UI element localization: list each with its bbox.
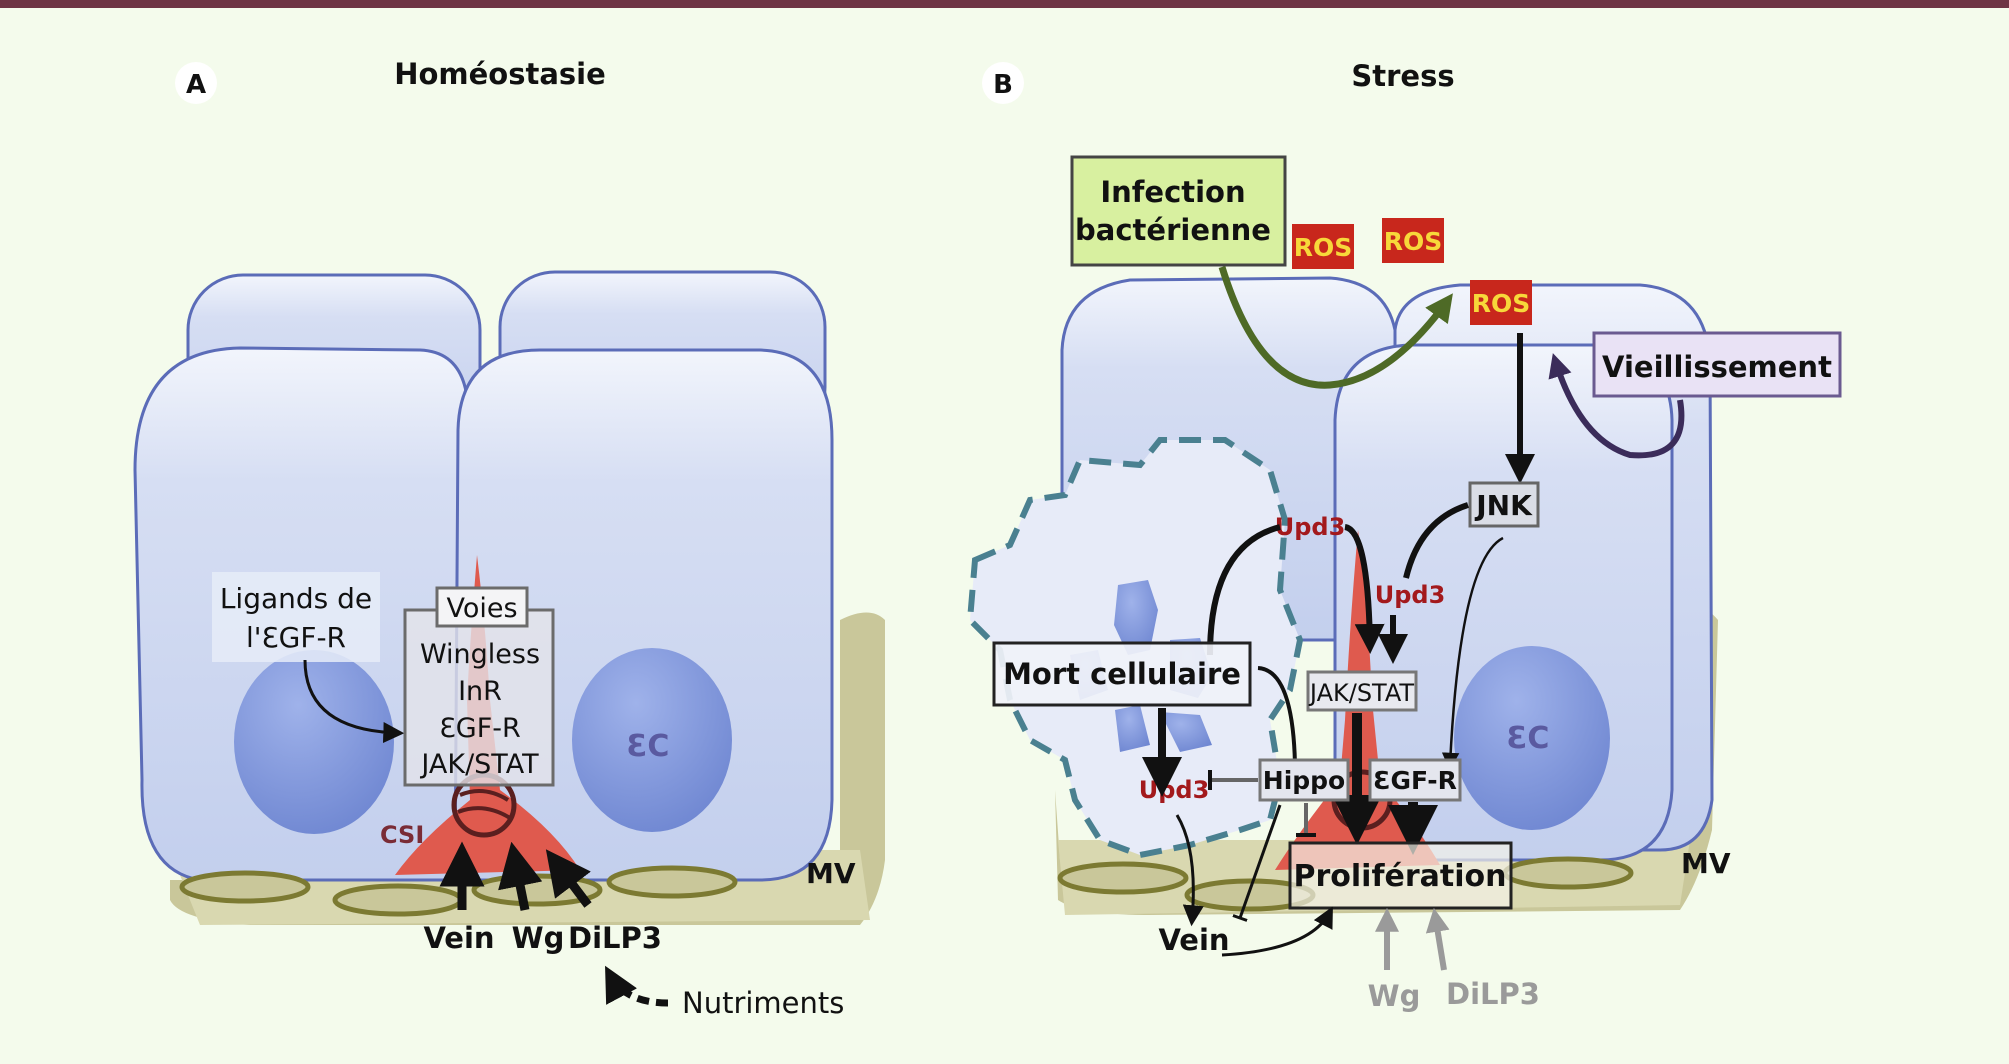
hippo-label: Hippo bbox=[1263, 766, 1345, 795]
nutrients-arrow bbox=[605, 965, 669, 1007]
dilp3-arrow-b bbox=[1425, 907, 1450, 971]
cell-death-label: Mort cellulaire bbox=[1003, 657, 1241, 691]
panel-b-title: Stress bbox=[1351, 59, 1454, 93]
cell-death-box bbox=[992, 641, 1252, 707]
panel-b: B Stress ƐC MV Infection bactérienne bbox=[966, 59, 1842, 1013]
hippo-inhibits-vein bbox=[1232, 804, 1282, 922]
muscle-fiber bbox=[1057, 861, 1189, 895]
egfr-box bbox=[1368, 758, 1462, 802]
wg-arrow-a bbox=[498, 841, 543, 911]
panel-b-badge bbox=[982, 62, 1024, 104]
jnk-label: JNK bbox=[1474, 489, 1533, 522]
ros-badge bbox=[1470, 280, 1532, 325]
ligands-line1: Ligands de bbox=[220, 582, 372, 615]
pathway-item: InR bbox=[458, 676, 502, 707]
upd3-to-vein-arrow bbox=[1175, 814, 1204, 927]
aging-box bbox=[1592, 331, 1842, 398]
input-vein-a: Vein bbox=[423, 921, 494, 955]
input-wg-a: Wg bbox=[512, 921, 565, 955]
infection-arrow bbox=[1218, 265, 1453, 389]
nucleus-right bbox=[572, 648, 732, 832]
infection-box bbox=[1070, 155, 1287, 267]
muscle-fiber bbox=[1502, 856, 1634, 890]
ec-label-b: ƐC bbox=[1507, 721, 1550, 756]
upd3-label: Upd3 bbox=[1139, 776, 1210, 804]
mv-label-a: MV bbox=[806, 857, 856, 890]
ros-label: ROS bbox=[1472, 289, 1531, 318]
mv-label-b: MV bbox=[1681, 847, 1731, 880]
jnk-box bbox=[1468, 481, 1540, 528]
panel-a: A Homéostasie ƐC CSI MV Ligands de l'ƐGF… bbox=[133, 57, 885, 1020]
input-dilp3-a: DiLP3 bbox=[568, 921, 662, 955]
muscle-fiber bbox=[332, 883, 464, 917]
pathway-item: ƐGF-R bbox=[439, 713, 521, 744]
nucleus-fragment bbox=[1160, 712, 1212, 752]
panel-a-letter: A bbox=[186, 70, 206, 100]
upd3-to-death-line bbox=[1207, 524, 1281, 656]
ligands-box bbox=[212, 572, 380, 662]
egfr-label: ƐGF-R bbox=[1373, 766, 1457, 795]
nutrients-label: Nutriments bbox=[682, 986, 844, 1020]
ros-label: ROS bbox=[1294, 233, 1353, 262]
ros-label: ROS bbox=[1384, 227, 1443, 256]
upd3-label: Upd3 bbox=[1275, 513, 1346, 541]
muscle-fiber bbox=[606, 865, 738, 899]
death-inhibits-hippo bbox=[1257, 666, 1306, 768]
nucleus-left bbox=[234, 650, 394, 834]
infection-line1: Infection bbox=[1100, 175, 1245, 209]
infection-line2: bactérienne bbox=[1075, 213, 1271, 247]
dilp3-arrow-a bbox=[545, 849, 592, 908]
ligand-arrow bbox=[303, 659, 405, 744]
jnk-to-upd3-line bbox=[1403, 502, 1469, 579]
csi-label: CSI bbox=[380, 821, 424, 849]
jakstat-box bbox=[1306, 670, 1418, 712]
faded-input-dilp3: DiLP3 bbox=[1446, 977, 1540, 1011]
nucleus-b bbox=[1454, 646, 1610, 830]
vein-to-proliferation-arrow bbox=[1221, 906, 1333, 957]
muscle-fiber bbox=[179, 870, 311, 904]
ros-badge bbox=[1292, 224, 1354, 269]
pathways-box bbox=[403, 608, 555, 787]
faded-input-wg: Wg bbox=[1368, 979, 1421, 1013]
aging-label: Vieillissement bbox=[1602, 350, 1832, 384]
ec-label-a: ƐC bbox=[627, 729, 670, 764]
panel-b-letter: B bbox=[993, 70, 1013, 100]
pathways-header: Voies bbox=[446, 593, 517, 624]
nucleus-fragment bbox=[1114, 580, 1158, 655]
upd3-to-jakstat-arrow bbox=[1344, 524, 1385, 654]
jakstat-label: JAK/STAT bbox=[1308, 679, 1414, 707]
jnk-to-egfr-arrow bbox=[1441, 536, 1504, 771]
vein-label-b: Vein bbox=[1158, 923, 1229, 957]
upd3-label: Upd3 bbox=[1375, 581, 1446, 609]
pathway-item: Wingless bbox=[420, 639, 540, 670]
ros-badge bbox=[1382, 218, 1444, 263]
pathway-item: JAK/STAT bbox=[419, 749, 539, 780]
aging-arrow bbox=[1548, 353, 1685, 459]
ligands-line2: l'ƐGF-R bbox=[246, 621, 346, 654]
panel-a-title: Homéostasie bbox=[394, 57, 606, 91]
panel-a-badge bbox=[175, 62, 217, 104]
top-border-bar bbox=[0, 0, 2009, 8]
nucleus-fragment bbox=[1115, 705, 1150, 752]
proliferation-label: Prolifération bbox=[1294, 859, 1507, 894]
proliferation-box bbox=[1288, 841, 1513, 910]
pathways-header-box bbox=[435, 586, 529, 628]
hippo-box bbox=[1258, 758, 1350, 802]
